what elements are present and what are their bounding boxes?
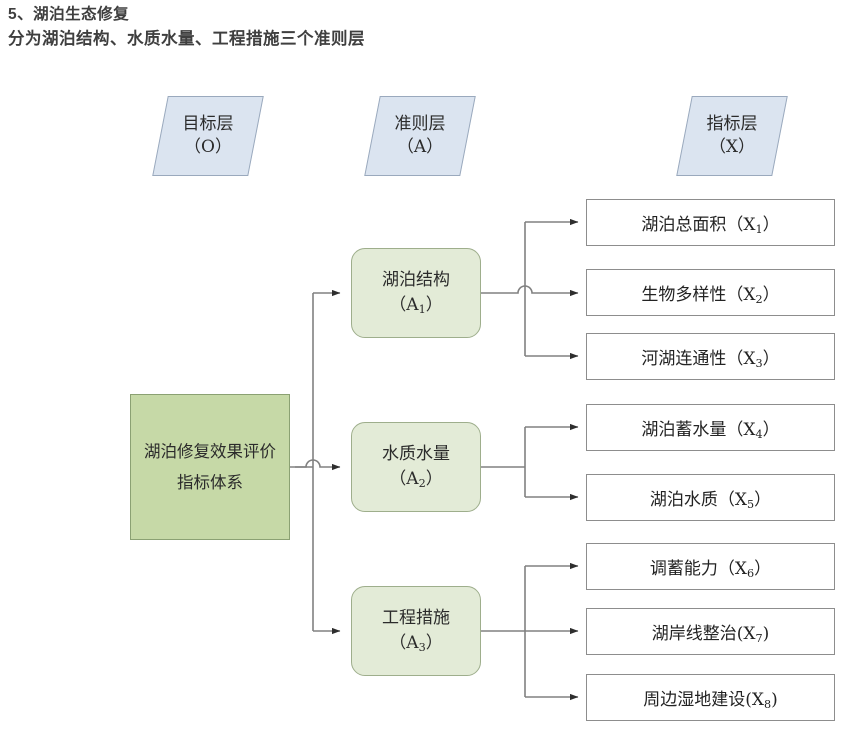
indicator-box-x2[interactable]: 生物多样性（X2） bbox=[586, 269, 835, 316]
indicator-box-x3[interactable]: 河湖连通性（X3） bbox=[586, 333, 835, 380]
criterion-box-a1[interactable]: 湖泊结构 （A1） bbox=[351, 248, 481, 338]
criterion-a2-name: 水质水量 bbox=[382, 443, 450, 464]
goal-box-label: 湖泊修复效果评价指标体系 bbox=[144, 442, 276, 492]
indicator-x6-label: 调蓄能力（X6） bbox=[649, 559, 772, 581]
heading-block: 5、湖泊生态修复 分为湖泊结构、水质水量、工程措施三个准则层 bbox=[8, 4, 828, 51]
indicator-x3-label: 河湖连通性（X3） bbox=[641, 349, 780, 371]
indicator-x1-label: 湖泊总面积（X1） bbox=[641, 215, 780, 237]
criterion-a2-code: （A2） bbox=[389, 468, 443, 490]
layer-header-criteria-name: 准则层 bbox=[394, 114, 446, 134]
layer-header-goal: 目标层 （O） bbox=[152, 96, 264, 176]
indicator-box-x4[interactable]: 湖泊蓄水量（X4） bbox=[586, 404, 835, 451]
indicator-x7-label: 湖岸线整治(X7) bbox=[651, 624, 770, 646]
criterion-a3-name: 工程措施 bbox=[382, 607, 450, 628]
indicator-x8-label: 周边湿地建设(X8) bbox=[643, 690, 778, 712]
layer-header-goal-code: （O） bbox=[184, 137, 232, 157]
layer-header-indicators-name: 指标层 bbox=[706, 114, 758, 134]
layer-header-criteria: 准则层 （A） bbox=[364, 96, 476, 176]
criterion-box-a3[interactable]: 工程措施 （A3） bbox=[351, 586, 481, 676]
layer-header-indicators: 指标层 （X） bbox=[676, 96, 788, 176]
indicator-x4-label: 湖泊蓄水量（X4） bbox=[641, 420, 780, 442]
indicator-x2-label: 生物多样性（X2） bbox=[641, 285, 780, 307]
wire-a1-to-x2 bbox=[503, 285, 579, 297]
heading-line-2: 分为湖泊结构、水质水量、工程措施三个准则层 bbox=[8, 30, 365, 48]
criterion-a1-name: 湖泊结构 bbox=[382, 269, 450, 290]
layer-header-goal-name: 目标层 bbox=[182, 114, 234, 134]
indicator-x5-label: 湖泊水质（X5） bbox=[649, 490, 772, 512]
criterion-a1-code: （A1） bbox=[389, 294, 443, 316]
layer-header-criteria-code: （A） bbox=[396, 137, 444, 157]
layer-header-indicators-code: （X） bbox=[708, 137, 756, 157]
heading-line-1: 5、湖泊生态修复 bbox=[8, 6, 130, 23]
criterion-box-a2[interactable]: 水质水量 （A2） bbox=[351, 422, 481, 512]
indicator-box-x1[interactable]: 湖泊总面积（X1） bbox=[586, 199, 835, 246]
criterion-a3-code: （A3） bbox=[389, 632, 443, 654]
indicator-box-x5[interactable]: 湖泊水质（X5） bbox=[586, 474, 835, 521]
indicator-box-x6[interactable]: 调蓄能力（X6） bbox=[586, 543, 835, 590]
goal-box[interactable]: 湖泊修复效果评价指标体系 bbox=[130, 394, 290, 540]
indicator-box-x8[interactable]: 周边湿地建设(X8) bbox=[586, 674, 835, 721]
indicator-box-x7[interactable]: 湖岸线整治(X7) bbox=[586, 608, 835, 655]
wire-goal-to-a2 bbox=[295, 459, 341, 471]
